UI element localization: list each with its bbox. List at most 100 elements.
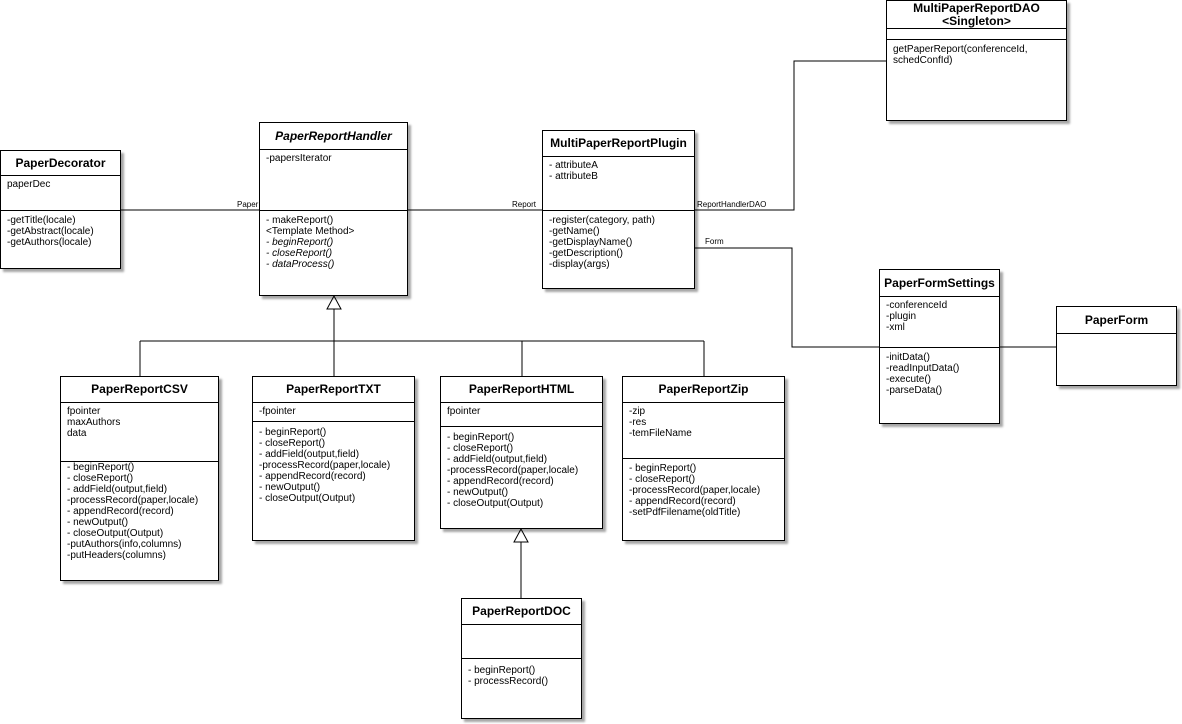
- class-name: PaperReportHTML: [441, 377, 602, 403]
- method: -processRecord(paper,locale): [259, 460, 391, 471]
- class-name: MultiPaperReportDAO <Singleton>: [887, 1, 1066, 29]
- report-handler-dao-line: [695, 60, 887, 211]
- class-paper-report-html[interactable]: PaperReportHTML fpointer - beginReport()…: [440, 376, 603, 529]
- method: - closeReport(): [447, 443, 514, 454]
- attributes-section: -fpointer: [253, 402, 414, 422]
- class-paper-report-txt[interactable]: PaperReportTXT -fpointer - beginReport()…: [252, 376, 415, 541]
- methods-section: -getTitle(locale) -getAbstract(locale) -…: [1, 211, 120, 252]
- method: - appendRecord(record): [629, 496, 736, 507]
- method: -initData(): [886, 352, 930, 363]
- method: - addField(output,field): [67, 484, 168, 495]
- method: -readInputData(): [886, 363, 960, 374]
- methods-section: - makeReport() <Template Method> - begin…: [260, 211, 407, 274]
- method: - newOutput(): [447, 487, 509, 498]
- attributes-section: [887, 28, 1066, 40]
- class-multi-paper-report-dao[interactable]: MultiPaperReportDAO <Singleton> getPaper…: [886, 0, 1067, 121]
- method: -putAuthors(info,columns): [67, 539, 182, 550]
- attributes-section: - attributeA - attributeB: [543, 156, 694, 211]
- method: -setPdfFilename(oldTitle): [629, 507, 741, 518]
- method: -getAbstract(locale): [7, 226, 94, 237]
- methods-section: - beginReport() - closeReport() -process…: [623, 459, 784, 522]
- class-paper-report-csv[interactable]: PaperReportCSV fpointer maxAuthors data …: [60, 376, 219, 581]
- method: - closeOutput(Output): [259, 493, 356, 504]
- class-paper-report-zip[interactable]: PaperReportZip -zip -res -temFileName - …: [622, 376, 785, 541]
- method: - closeReport(): [67, 473, 134, 484]
- method: -processRecord(paper,locale): [629, 485, 761, 496]
- method: - appendRecord(record): [259, 471, 366, 482]
- inheritance-arrowhead-html: [513, 527, 529, 543]
- method: - appendRecord(record): [447, 476, 554, 487]
- method: -getDescription(): [549, 248, 623, 259]
- method: -getName(): [549, 226, 600, 237]
- method: <Template Method>: [266, 226, 355, 237]
- method: - addField(output,field): [447, 454, 548, 465]
- attribute: -xml: [886, 322, 905, 333]
- methods-section: - beginReport() - closeReport() - addFie…: [61, 458, 218, 565]
- method: -display(args): [549, 259, 610, 270]
- method: - closeOutput(Output): [447, 498, 544, 509]
- class-name: PaperReportTXT: [253, 377, 414, 403]
- attribute: -zip: [629, 406, 646, 417]
- method: - addField(output,field): [259, 449, 360, 460]
- class-paper-report-handler[interactable]: PaperReportHandler -papersIterator - mak…: [259, 122, 408, 296]
- class-multi-paper-report-plugin[interactable]: MultiPaperReportPlugin - attributeA - at…: [542, 130, 695, 289]
- attribute: fpointer: [67, 406, 101, 417]
- method: -getDisplayName(): [549, 237, 633, 248]
- attribute: -fpointer: [259, 406, 296, 417]
- method: - newOutput(): [67, 517, 129, 528]
- method: - dataProcess(): [266, 259, 335, 270]
- class-name: PaperReportZip: [623, 377, 784, 403]
- method: - closeReport(): [266, 248, 333, 259]
- attribute: paperDec: [7, 179, 51, 190]
- class-paper-form-settings[interactable]: PaperFormSettings -conferenceId -plugin …: [879, 269, 1000, 424]
- method: - beginReport(): [468, 665, 536, 676]
- attributes-section: [462, 624, 581, 659]
- attributes-section: paperDec: [1, 175, 120, 211]
- method: - beginReport(): [67, 462, 135, 473]
- method: getPaperReport(conferenceId,: [893, 44, 1028, 55]
- method: -putHeaders(columns): [67, 550, 166, 561]
- attribute: data: [67, 428, 87, 439]
- method: - beginReport(): [266, 237, 334, 248]
- attributes-section: -conferenceId -plugin -xml: [880, 296, 999, 348]
- inheritance-arrowhead-handler: [326, 294, 342, 310]
- class-name: PaperFormSettings: [880, 270, 999, 297]
- class-name: PaperReportHandler: [260, 123, 407, 150]
- method: -getTitle(locale): [7, 215, 76, 226]
- methods-section: getPaperReport(conferenceId, schedConfId…: [887, 40, 1066, 70]
- method: - makeReport(): [266, 215, 334, 226]
- edge-label-report: Report: [512, 200, 537, 209]
- class-name: PaperReportDOC: [462, 599, 581, 625]
- method: - beginReport(): [629, 463, 697, 474]
- edge-label-form: Form: [705, 237, 724, 246]
- class-paper-report-doc[interactable]: PaperReportDOC - beginReport() - process…: [461, 598, 582, 719]
- attribute: - attributeA: [549, 160, 598, 171]
- method: - appendRecord(record): [67, 506, 174, 517]
- attributes-section: fpointer: [441, 402, 602, 427]
- method: - processRecord(): [468, 676, 549, 687]
- method: -getAuthors(locale): [7, 237, 92, 248]
- methods-section: -initData() -readInputData() -execute() …: [880, 348, 999, 400]
- edge-label-report-handler-dao: ReportHandlerDAO: [697, 200, 767, 209]
- methods-section: - beginReport() - closeReport() - addFie…: [253, 423, 414, 508]
- class-paper-decorator[interactable]: PaperDecorator paperDec -getTitle(locale…: [0, 150, 121, 269]
- method: - beginReport(): [447, 432, 515, 443]
- attribute: -plugin: [886, 311, 917, 322]
- attribute: maxAuthors: [67, 417, 121, 428]
- class-name: PaperDecorator: [1, 151, 120, 176]
- methods-section: - beginReport() - closeReport() - addFie…: [441, 428, 602, 513]
- class-name: PaperForm: [1057, 307, 1176, 334]
- method: - closeReport(): [629, 474, 696, 485]
- attribute: fpointer: [447, 406, 481, 417]
- methods-section: - beginReport() - processRecord(): [462, 661, 581, 691]
- attributes-section: -papersIterator: [260, 149, 407, 211]
- attribute: -res: [629, 417, 647, 428]
- attributes-section: -zip -res -temFileName: [623, 402, 784, 459]
- class-paper-form[interactable]: PaperForm: [1056, 306, 1177, 386]
- class-name: MultiPaperReportPlugin: [543, 131, 694, 157]
- method: - beginReport(): [259, 427, 327, 438]
- attribute: -conferenceId: [886, 300, 948, 311]
- attributes-section: fpointer maxAuthors data: [61, 402, 218, 462]
- form-association-line: [695, 247, 880, 348]
